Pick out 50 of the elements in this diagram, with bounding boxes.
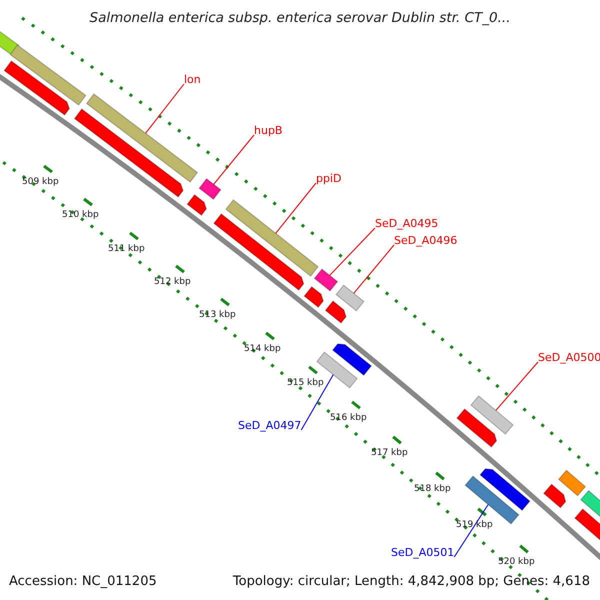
gene-label: SeD_A0495	[375, 217, 438, 230]
leader-line	[454, 504, 489, 558]
map-title: Salmonella enterica subsp. enterica serovar Dublin str. CT_0...	[88, 10, 512, 26]
pointed-gene-bar	[304, 286, 324, 308]
scale-label: 519 kbp	[456, 520, 493, 530]
gene-label: ppiD	[316, 172, 342, 185]
leader-line	[300, 374, 334, 430]
scale-label: 516 kbp	[330, 413, 367, 423]
gene-bar	[86, 93, 198, 183]
scale-label: 514 kbp	[244, 344, 281, 354]
gene-label: lon	[184, 73, 201, 86]
gene-bar	[314, 268, 338, 292]
gene-bar	[198, 178, 222, 200]
pointed-gene-bar	[543, 484, 566, 508]
pointed-gene-bar	[186, 194, 207, 216]
gene-label: hupB	[254, 124, 282, 137]
pointed-gene-bar	[213, 213, 304, 291]
scale-label: 515 kbp	[287, 378, 324, 388]
pointed-gene-bar	[74, 108, 184, 198]
gene-label: SeD_A0501	[391, 546, 454, 559]
gene-bar	[335, 284, 365, 312]
leader-line	[213, 134, 254, 185]
gene-label: SeD_A0496	[394, 234, 458, 247]
leader-line	[329, 228, 376, 276]
gene-label: SeD_A0497	[238, 419, 302, 432]
leader-line	[145, 84, 184, 134]
gene-bar	[558, 470, 586, 496]
pointed-gene-bar	[574, 508, 600, 542]
scale-label: 511 kbp	[108, 244, 145, 254]
scale-label: 510 kbp	[62, 210, 99, 220]
accession-text: Accession: NC_011205	[9, 574, 157, 589]
scale-label: 513 kbp	[199, 310, 236, 320]
scale-label: 520 kbp	[498, 557, 535, 567]
leader-line	[353, 244, 394, 294]
pointed-gene-bar	[456, 408, 498, 448]
leader-line	[495, 362, 538, 411]
gene-bar	[10, 44, 86, 106]
genome-info-text: Topology: circular; Length: 4,842,908 bp; Genes: 4,618	[232, 574, 590, 589]
pointed-gene-bar	[4, 60, 70, 116]
gene-bar	[225, 199, 319, 277]
pointed-gene-bar	[332, 343, 372, 376]
pointed-gene-bar	[479, 468, 531, 512]
scale-label: 512 kbp	[154, 277, 191, 287]
scale-label: 517 kbp	[371, 448, 408, 458]
scale-label: 509 kbp	[22, 177, 59, 187]
scale-label: 518 kbp	[414, 484, 451, 494]
gene-bar	[0, 28, 20, 56]
gene-bar	[470, 395, 514, 435]
leader-line	[275, 182, 316, 234]
pointed-gene-bar	[324, 300, 347, 324]
